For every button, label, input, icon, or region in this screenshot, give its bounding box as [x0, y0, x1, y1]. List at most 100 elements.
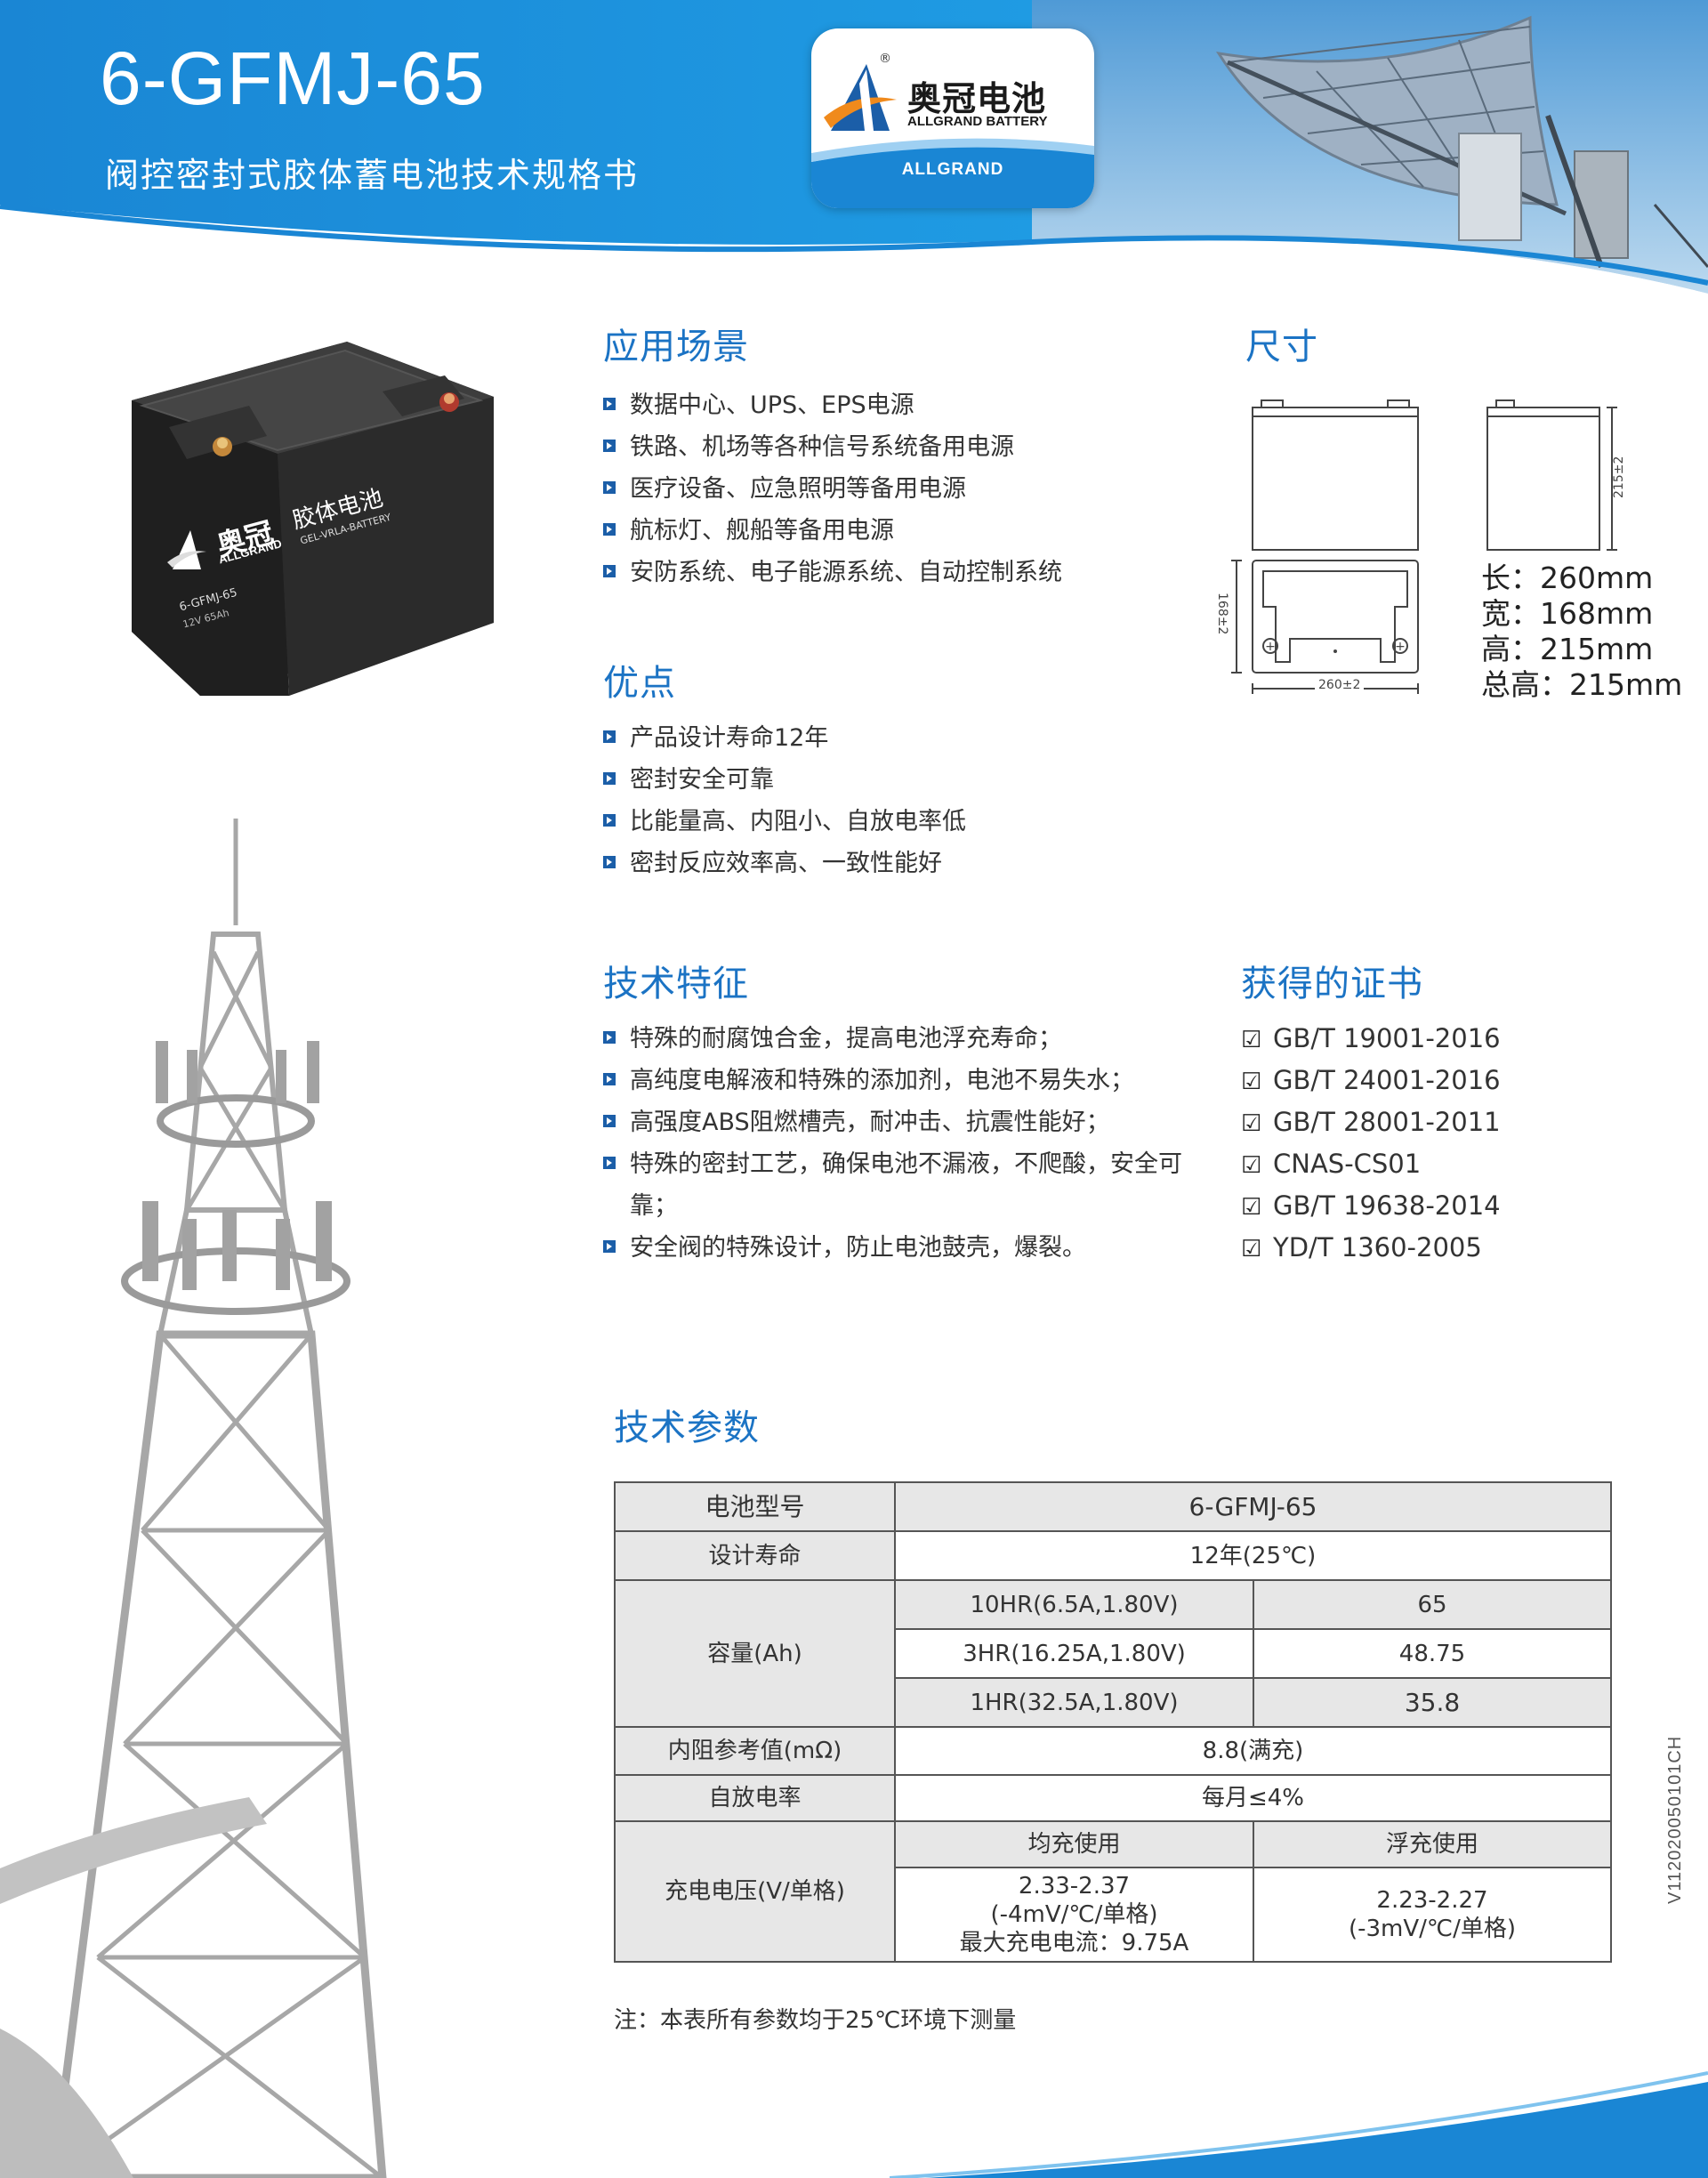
spec-table: 电池型号 6-GFMJ-65 设计寿命 12年(25℃) 容量(Ah) 10HR…: [614, 1481, 1612, 1963]
model-value-cell: 6-GFMJ-65: [894, 1481, 1612, 1532]
resistance-label-cell: 内阻参考值(mΩ): [614, 1726, 896, 1776]
checkbox-icon: ☑: [1241, 1027, 1262, 1053]
checkbox-icon: ☑: [1241, 1110, 1262, 1137]
list-item: 安防系统、电子能源系统、自动控制系统: [603, 552, 1062, 593]
list-item: 数据中心、UPS、EPS电源: [603, 384, 1062, 426]
list-item: ☑YD/T 1360-2005: [1241, 1227, 1501, 1269]
charge-max-current: 最大充电电流：9.75A: [959, 1930, 1189, 1956]
list-item: ☑GB/T 28001-2011: [1241, 1101, 1501, 1143]
list-item: 高强度ABS阻燃槽壳，耐冲击、抗震性能好；: [603, 1101, 1199, 1143]
list-item: ☑GB/T 19638-2014: [1241, 1185, 1501, 1227]
bullet-icon: [603, 1115, 616, 1127]
list-item: 密封安全可靠: [603, 759, 966, 801]
list-item: 安全阀的特殊设计，防止电池鼓壳，爆裂。: [603, 1227, 1199, 1269]
certificates-list: ☑GB/T 19001-2016 ☑GB/T 24001-2016 ☑GB/T …: [1241, 1018, 1501, 1269]
list-item: 特殊的耐腐蚀合金，提高电池浮充寿命；: [603, 1018, 1199, 1060]
dimension-height: 高：215mm: [1481, 632, 1654, 666]
charge-equal-value-cell: 2.33-2.37 (-4mV/℃/单格) 最大充电电流：9.75A: [894, 1867, 1254, 1963]
table-row: 3HR(16.25A,1.80V) 48.75: [615, 1628, 1612, 1679]
bullet-icon: [603, 856, 616, 868]
capacity-label-cell: 容量(Ah): [614, 1579, 896, 1728]
list-item: 比能量高、内阻小、自放电率低: [603, 801, 966, 843]
dimension-length: 长：260mm: [1481, 561, 1654, 595]
battery-body: [132, 342, 494, 696]
checkbox-icon: ☑: [1241, 1194, 1262, 1221]
capacity-value-cell: 65: [1253, 1579, 1612, 1630]
life-label-cell: 设计寿命: [614, 1530, 896, 1581]
list-item: ☑CNAS-CS01: [1241, 1143, 1501, 1185]
table-row: 充电电压(V/单格) 均充使用 浮充使用: [614, 1820, 1612, 1963]
bullet-icon: [603, 814, 616, 827]
capacity-condition-cell: 1HR(32.5A,1.80V): [894, 1677, 1254, 1728]
self-discharge-label-cell: 自放电率: [614, 1774, 896, 1822]
satellite-dish-image: [1215, 15, 1708, 268]
document-subtitle: 阀控密封式胶体蓄电池技术规格书: [105, 156, 640, 195]
svg-text:+: +: [1395, 640, 1406, 654]
features-list: 特殊的耐腐蚀合金，提高电池浮充寿命； 高纯度电解液和特殊的添加剂，电池不易失水；…: [603, 1018, 1199, 1269]
logo-english-name: ALLGRAND BATTERY: [907, 114, 1048, 129]
table-note: 注：本表所有参数均于25℃环境下测量: [614, 2007, 1017, 2034]
bullet-icon: [603, 730, 616, 743]
bullet-icon: [603, 1031, 616, 1044]
charge-float-header: 浮充使用: [1253, 1820, 1612, 1868]
advantages-heading: 优点: [603, 663, 676, 704]
list-item: 产品设计寿命12年: [603, 717, 966, 759]
table-row: 设计寿命 12年(25℃): [614, 1530, 1612, 1581]
list-item: ☑GB/T 24001-2016: [1241, 1060, 1501, 1101]
capacity-value-cell: 35.8: [1253, 1677, 1612, 1728]
charge-float-value-cell: 2.23-2.27 (-3mV/℃/单格): [1253, 1867, 1612, 1963]
charge-float-coefficient: (-3mV/℃/单格): [1348, 1916, 1517, 1942]
bullet-icon: [603, 565, 616, 577]
table-row: 2.33-2.37 (-4mV/℃/单格) 最大充电电流：9.75A 2.23-…: [615, 1867, 1612, 1963]
list-item: 特殊的密封工艺，确保电池不漏液，不爬酸，安全可靠；: [603, 1143, 1199, 1227]
self-discharge-value-cell: 每月≤4%: [894, 1774, 1612, 1822]
drawing-length-label: 260±2: [1315, 678, 1365, 692]
checkbox-icon: ☑: [1241, 1236, 1262, 1262]
svg-text:+: +: [1265, 640, 1276, 654]
dimension-total-height: 总高：215mm: [1481, 667, 1683, 702]
bullet-icon: [603, 440, 616, 452]
table-row: 自放电率 每月≤4%: [614, 1774, 1612, 1822]
bullet-icon: [603, 1157, 616, 1169]
drawing-width-label: 168±2: [1215, 593, 1229, 635]
brand-logo: ® 奥冠电池 ALLGRAND BATTERY ALLGRAND: [811, 28, 1094, 208]
life-value-cell: 12年(25℃): [894, 1530, 1612, 1581]
drawing-height-label: 215±2: [1612, 456, 1626, 498]
dimension-values: 长：260mm 宽：168mm 高：215mm 总高：215mm: [1481, 561, 1682, 703]
table-row: 电池型号 6-GFMJ-65: [614, 1481, 1612, 1532]
certificates-heading: 获得的证书: [1241, 964, 1423, 1004]
applications-heading: 应用场景: [603, 327, 749, 367]
charge-label-cell: 充电电压(V/单格): [614, 1820, 896, 1963]
logo-band-text: ALLGRAND: [901, 160, 1004, 179]
table-row: 容量(Ah) 10HR(6.5A,1.80V) 65: [614, 1579, 1612, 1728]
telecom-tower-image: [0, 819, 387, 2178]
list-item: 高纯度电解液和特殊的添加剂，电池不易失水；: [603, 1060, 1199, 1101]
charge-float-range: 2.23-2.27: [1376, 1887, 1488, 1914]
specs-heading: 技术参数: [614, 1408, 760, 1448]
charge-equal-range: 2.33-2.37: [1018, 1873, 1131, 1900]
model-label-cell: 电池型号: [614, 1481, 896, 1532]
header-background: [0, 0, 1708, 294]
capacity-value-cell: 48.75: [1253, 1628, 1612, 1679]
charge-equal-coefficient: (-4mV/℃/单格): [990, 1901, 1158, 1928]
charge-equal-header: 均充使用: [894, 1820, 1254, 1868]
features-heading: 技术特征: [603, 964, 749, 1004]
applications-list: 数据中心、UPS、EPS电源 铁路、机场等各种信号系统备用电源 医疗设备、应急照…: [603, 384, 1062, 593]
bullet-icon: [603, 523, 616, 536]
advantages-list: 产品设计寿命12年 密封安全可靠 比能量高、内阻小、自放电率低 密封反应效率高、…: [603, 717, 966, 884]
resistance-value-cell: 8.8(满充): [894, 1726, 1612, 1776]
dimension-width: 宽：168mm: [1481, 596, 1654, 631]
header-banner: 6-GFMJ-65 阀控密封式胶体蓄电池技术规格书 ® 奥冠电池 ALLGRAN…: [0, 0, 1708, 294]
bullet-icon: [603, 398, 616, 410]
list-item: 铁路、机场等各种信号系统备用电源: [603, 426, 1062, 468]
list-item: 航标灯、舰船等备用电源: [603, 510, 1062, 552]
dimensions-heading: 尺寸: [1245, 327, 1318, 367]
list-item: 密封反应效率高、一致性能好: [603, 843, 966, 884]
logo-chinese-name: 奥冠电池: [907, 79, 1047, 118]
bullet-icon: [603, 1240, 616, 1253]
registered-mark: ®: [879, 52, 891, 66]
document-code: V112020050101CH: [1665, 1735, 1685, 1904]
bullet-icon: [603, 772, 616, 785]
model-title: 6-GFMJ-65: [100, 36, 486, 120]
table-row: 1HR(32.5A,1.80V) 35.8: [615, 1677, 1612, 1728]
